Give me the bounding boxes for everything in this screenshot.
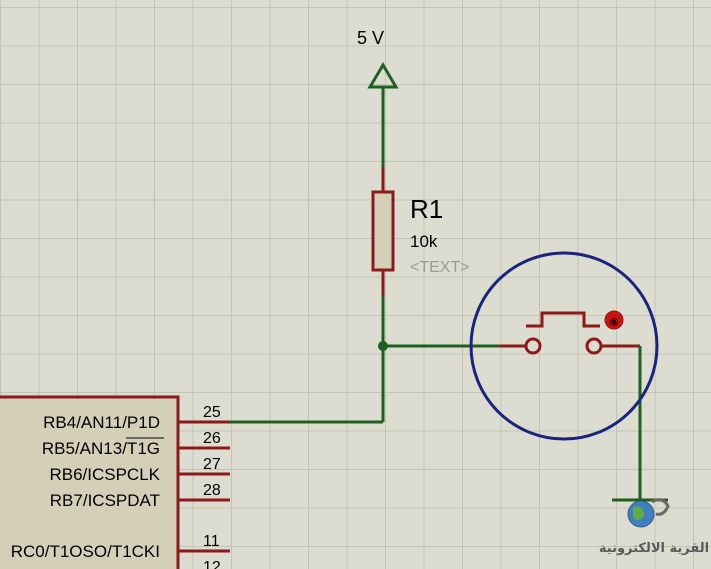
pin-number: 12 [203,559,221,569]
mcu-pin-28[interactable]: 28 RB7/ICSPDAT [50,482,230,510]
watermark-logo: القرية الالكترونية [599,498,709,556]
pin-number: 11 [203,533,220,550]
pin-name: RC0/T1OSO/T1CKI [11,542,160,561]
highlight-circle [469,251,659,441]
mcu-pin-11[interactable]: 11 RC0/T1OSO/T1CKI [11,533,230,561]
pin-number: 27 [203,456,221,473]
mcu-pin-26[interactable]: 26 RB5/AN13/T1G [42,430,230,458]
mcu-body [0,395,180,569]
power-label: 5 V [357,28,384,48]
power-arrow-icon [367,62,399,89]
pin-name: RB5/AN13/T1G [42,439,160,458]
pin-number: 26 [203,430,221,447]
resistor-value-label: 10k [410,232,438,251]
pin-name: RB4/AN11/P1D [43,413,160,432]
pin-name: RB6/ICSPCLK [49,465,160,484]
switch-marker: ◉ [609,316,619,328]
logo-swoosh [651,498,670,516]
watermark-text: القرية الالكترونية [599,541,709,556]
power-terminal[interactable]: 5 V [357,28,399,168]
switch-actuator [526,311,600,328]
resistor-r1[interactable]: R1 10k <TEXT> [371,168,470,295]
globe-land [633,506,645,521]
mcu-pin-25[interactable]: 25 RB4/AN11/P1D [43,404,230,432]
pin-number: 28 [203,482,221,499]
resistor-ref-label: R1 [410,194,443,224]
junction-dot [378,341,388,351]
resistor-body [371,190,395,272]
mcu-pin-12[interactable]: 12 [203,559,221,569]
switch-right-contact [585,337,603,355]
pin-name: RB7/ICSPDAT [50,491,160,510]
push-button[interactable]: ◉ [500,310,640,355]
switch-state-icon[interactable] [604,310,624,330]
mcu-pin-27[interactable]: 27 RB6/ICSPCLK [49,456,230,484]
microcontroller[interactable]: 25 RB4/AN11/P1D 26 RB5/AN13/T1G 27 RB6/I… [0,395,230,569]
switch-left-contact [524,337,542,355]
resistor-text-label: <TEXT> [410,259,470,276]
pin-number: 25 [203,404,221,421]
